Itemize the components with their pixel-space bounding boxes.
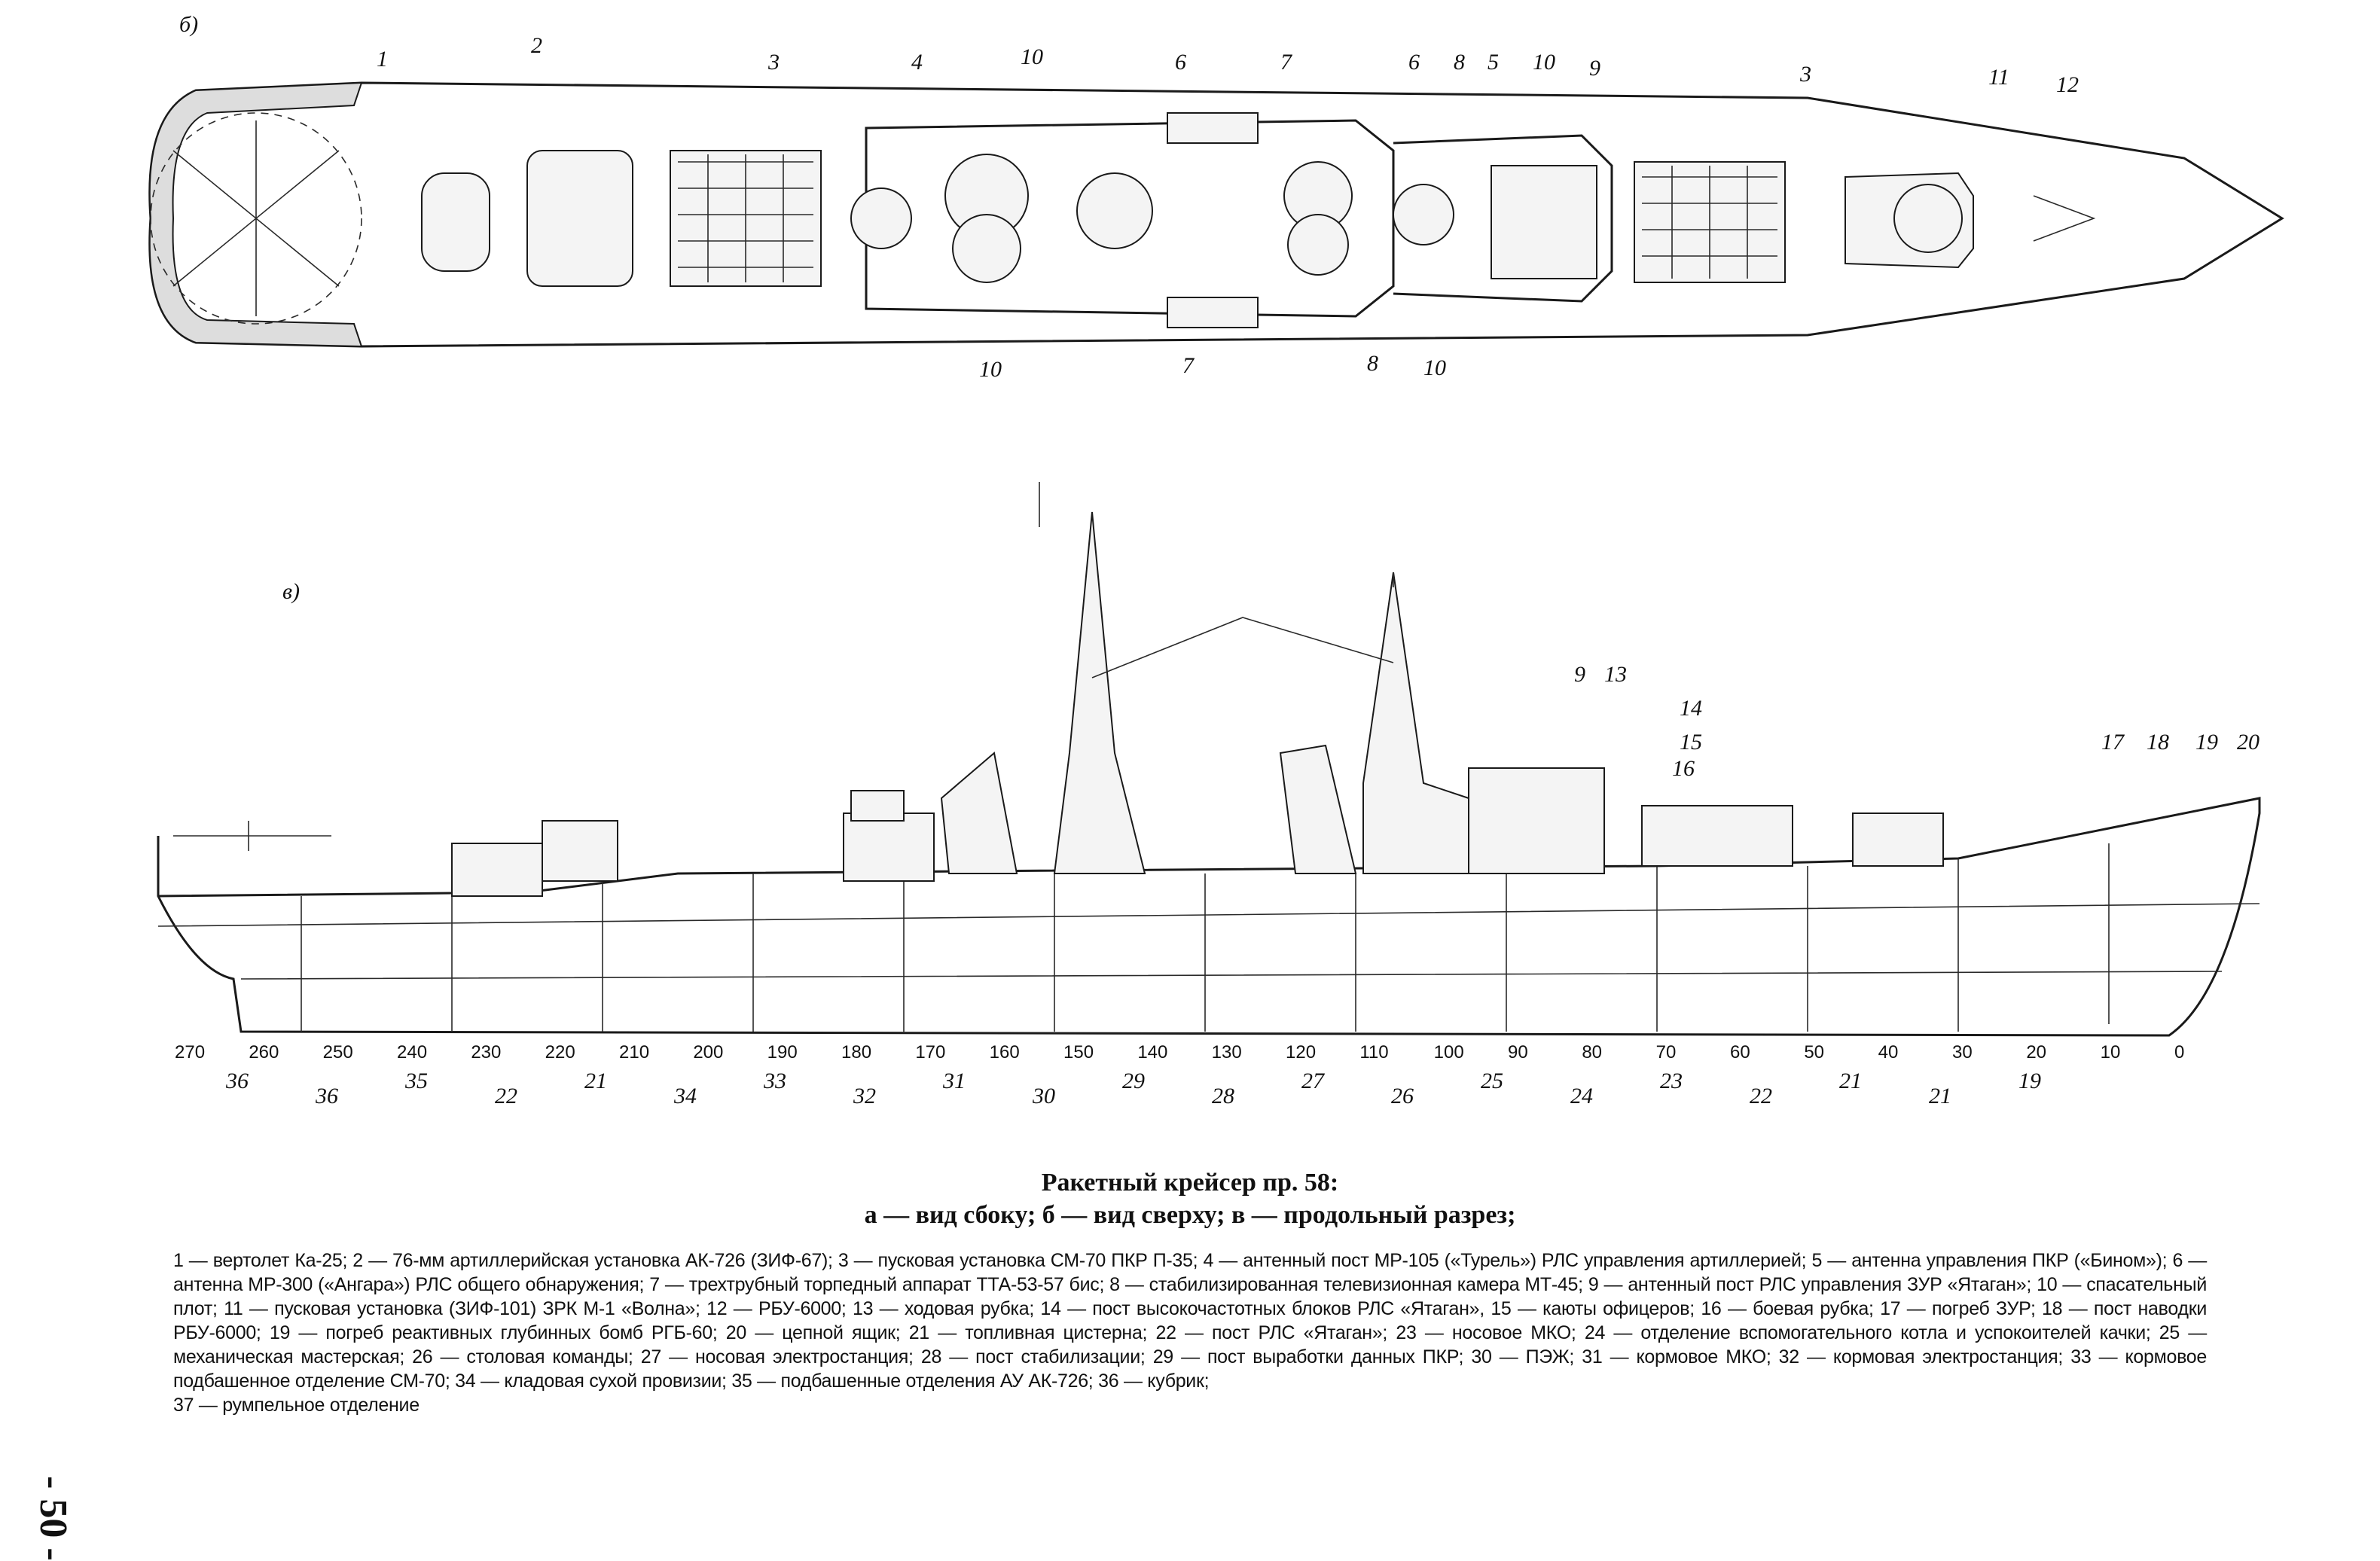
callout: 29 [1122,1069,1145,1093]
top-view: 1 2 3 4 10 6 7 6 8 5 10 9 3 11 12 10 7 8… [148,33,2284,382]
frame-tick-label: 70 [1656,1042,1677,1063]
frame-tick-label: 270 [175,1042,205,1063]
caption-legend-last: 37 — румпельное отделение [173,1395,420,1416]
frame-tick-label: 250 [323,1042,353,1063]
callout: 9 [1574,662,1585,687]
figure-caption: Ракетный крейсер пр. 58: а — вид сбоку; … [173,1167,2207,1417]
callout: 11 [1988,65,2009,90]
callout: 30 [1032,1084,1055,1108]
callout: 24 [1570,1084,1593,1108]
callout: 14 [1680,696,1702,721]
callout: 16 [1672,756,1695,781]
frame-tick-label: 100 [1434,1042,1464,1063]
frame-tick-label: 160 [990,1042,1020,1063]
callout: 10 [1021,44,1043,69]
callout: 18 [2147,730,2169,755]
frame-tick-label: 190 [767,1042,798,1063]
callout: 22 [1750,1084,1772,1108]
top-view-callouts: 1 2 3 4 10 6 7 6 8 5 10 9 3 11 12 10 7 8… [377,33,2079,382]
frame-tick-label: 110 [1359,1042,1388,1063]
callout: 20 [2237,730,2259,755]
callout: 12 [2056,72,2079,97]
callout: 6 [1175,50,1186,75]
frame-tick-label: 210 [619,1042,649,1063]
callout: 25 [1481,1069,1503,1093]
callout: 1 [377,47,388,72]
callout: 3 [767,50,780,75]
frame-tick-label: 200 [693,1042,723,1063]
callout: 23 [1660,1069,1683,1093]
helideck-netting [148,81,363,348]
callout: 7 [1280,50,1293,75]
frame-tick-label: 130 [1212,1042,1242,1063]
callout: 2 [531,33,542,58]
frame-tick-label: 30 [1952,1042,1973,1063]
callout: 19 [2195,730,2218,755]
frame-tick-label: 20 [2026,1042,2046,1063]
side-view-callouts-top: 9 13 14 15 16 17 18 19 20 [1574,662,2259,781]
callout: 34 [673,1084,697,1108]
frame-tick-label: 40 [1878,1042,1899,1063]
frame-tick-label: 50 [1804,1042,1824,1063]
frame-tick-label: 10 [2101,1042,2121,1063]
frame-tick-label: 260 [249,1042,279,1063]
callout: 26 [1391,1084,1414,1108]
callout: 10 [1533,50,1555,75]
caption-subtitle: а — вид сбоку; б — вид сверху; в — продо… [864,1201,1516,1229]
callout: 22 [495,1084,517,1108]
callout: 35 [404,1069,428,1093]
callout: 32 [853,1084,876,1108]
callout: 36 [315,1084,338,1108]
callout: 31 [942,1069,966,1093]
callout: 5 [1488,50,1499,75]
callout: 7 [1182,353,1195,378]
callout: 21 [584,1069,607,1093]
page-number: - 50 - [32,1476,75,1561]
callout: 17 [2101,730,2125,755]
callout: 33 [763,1069,786,1093]
side-view-callouts-bottom: 36 36 35 22 21 34 33 32 31 30 29 28 27 26 25 24 23 22 21 21… [225,1069,2041,1108]
callout: 15 [1680,730,1702,755]
callout: 6 [1408,50,1420,75]
callout: 8 [1454,50,1465,75]
caption-title: Ракетный крейсер пр. 58: [1041,1169,1339,1197]
frame-tick-label: 60 [1730,1042,1750,1063]
frame-tick-label: 80 [1582,1042,1602,1063]
frame-tick-label: 220 [545,1042,575,1063]
callout: 21 [1929,1084,1951,1108]
callout: 21 [1839,1069,1862,1093]
frame-tick-label: 230 [471,1042,501,1063]
callout: 27 [1301,1069,1326,1093]
frame-tick-label: 140 [1137,1042,1167,1063]
frame-tick-label: 0 [2174,1042,2184,1063]
section-view-label: в) [282,579,300,604]
callout: 4 [911,50,923,75]
caption-legend: 1 — вертолет Ка-25; 2 — 76-мм артиллерий… [173,1250,2207,1392]
frame-tick-label: 90 [1508,1042,1528,1063]
callout: 28 [1212,1084,1234,1108]
callout: 9 [1589,56,1600,81]
frame-tick-label: 180 [841,1042,871,1063]
frame-tick-label: 150 [1063,1042,1094,1063]
callout: 19 [2018,1069,2041,1093]
callout: 8 [1367,351,1378,376]
frame-tick-label: 170 [915,1042,945,1063]
callout: 3 [1799,62,1811,87]
callout: 36 [225,1069,249,1093]
callout: 13 [1604,662,1627,687]
top-view-label: б) [179,12,198,37]
callout: 10 [979,357,1002,382]
callout: 10 [1423,355,1446,380]
frame-tick-label: 120 [1286,1042,1316,1063]
frame-tick-label: 240 [397,1042,427,1063]
